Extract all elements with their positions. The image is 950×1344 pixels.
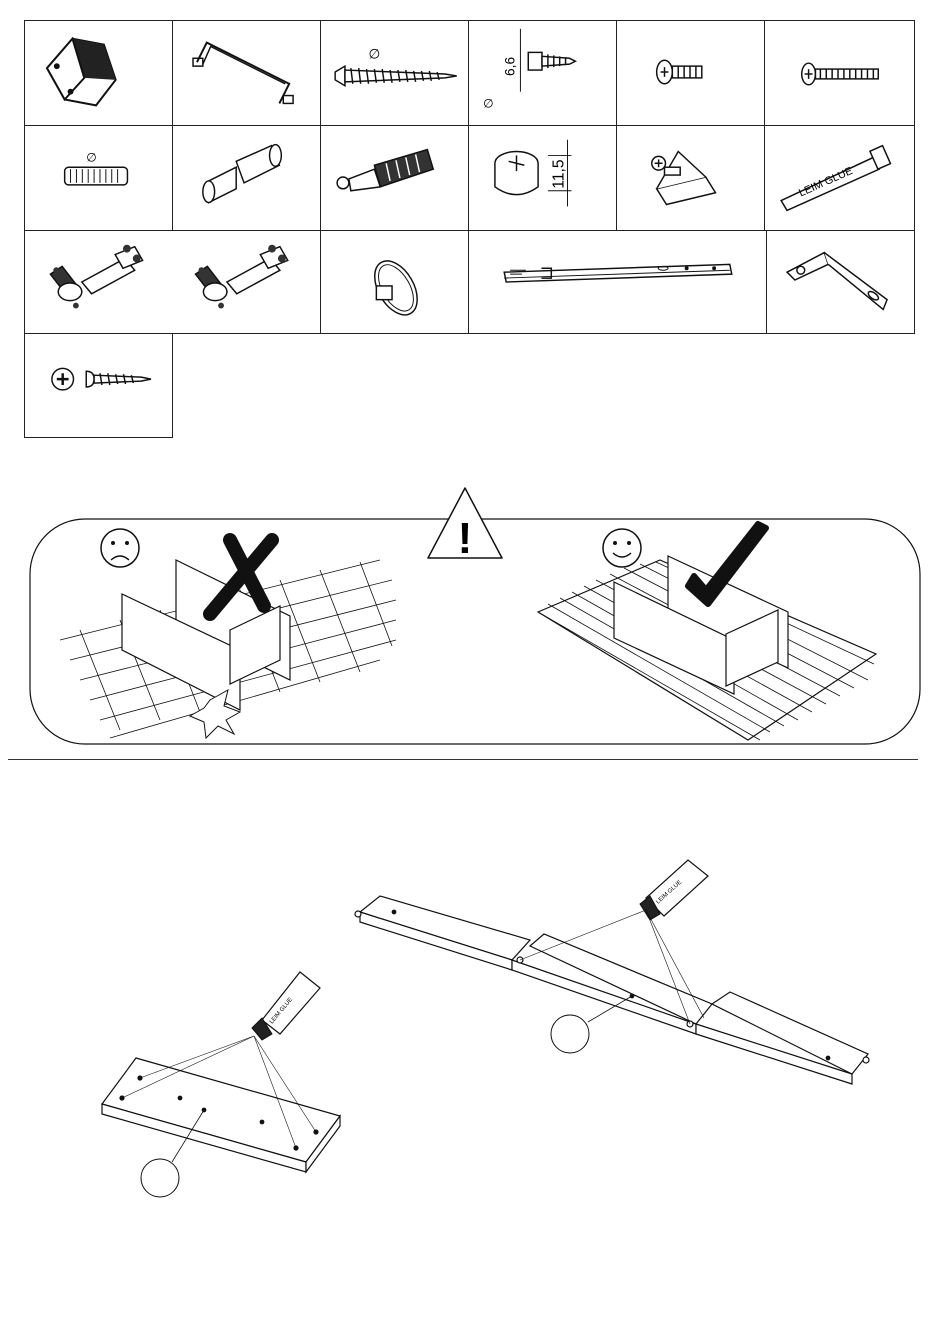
hinge-right-icon (196, 245, 288, 309)
plastic-cap-icon (25, 21, 172, 125)
tiled-floor-icon (60, 560, 396, 738)
part-cell-angle-bracket (766, 230, 915, 334)
wood-dowel-icon: ∅ (25, 126, 172, 230)
screw-diameter-symbol: ∅ (369, 46, 381, 61)
part-cell-wood-screw: ∅ (320, 20, 469, 126)
part-cell-handle (172, 20, 321, 126)
part-cell-cam-lock: 11,5 (468, 125, 617, 231)
pan-head-screw-icon (25, 334, 172, 437)
machine-screw-icon (617, 21, 764, 125)
part-cell-euro-screw: 6,6 ∅ (468, 20, 617, 126)
assembly-step-glue: LEIM GLUE LEIM GLUE (0, 760, 950, 1344)
part-cell-hinges (24, 230, 321, 334)
alert-triangle-icon: ! (428, 488, 502, 563)
angle-bracket-icon (767, 231, 914, 333)
warning-frame (30, 519, 920, 744)
part-cell-knob (320, 230, 469, 334)
drawer-runner-icon (469, 231, 766, 333)
damage-burst-icon (190, 690, 240, 738)
part-cell-corner-block (616, 125, 765, 231)
carpet-floor-icon (538, 560, 876, 740)
part-cell-pan-screw (24, 333, 173, 438)
euro-screw-length-label: 6,6 (503, 57, 518, 76)
hinge-left-icon (50, 245, 142, 309)
countersunk-screw-icon: ∅ (321, 21, 468, 125)
happy-face-icon (603, 529, 641, 567)
shelf-pin-icon (173, 126, 320, 230)
glue-tube-top-icon: LEIM GLUE (640, 860, 708, 920)
long-panel-assembly (355, 896, 869, 1084)
part-cell-shelf-pin (172, 125, 321, 231)
bolt-icon (765, 21, 914, 125)
cabinet-bad-icon (122, 560, 290, 710)
sad-face-icon (101, 529, 139, 567)
euro-screw-diameter-symbol: ∅ (483, 97, 493, 110)
part-cell-cam-bolt (320, 125, 469, 231)
alert-mark: ! (458, 514, 473, 563)
dowel-diameter-symbol: ∅ (86, 151, 96, 164)
part-cell-machine-screw-short (616, 20, 765, 126)
glue-tube-bottom-icon: LEIM GLUE (252, 972, 320, 1040)
glue-tube-icon: LEIM GLUE (765, 126, 914, 230)
short-panel (102, 1058, 340, 1172)
part-cell-dowel: ∅ (24, 125, 173, 231)
cam-lock-icon: 11,5 (469, 126, 616, 230)
part-cell-drawer-rail (468, 230, 767, 334)
cabinet-good-icon (614, 556, 788, 694)
handle-icon (173, 21, 320, 125)
wrong-cross-icon (210, 540, 272, 614)
part-cell-machine-screw-long (764, 20, 915, 126)
cabinet-knob-icon (321, 231, 468, 333)
cam-bolt-icon (321, 126, 468, 230)
euro-screw-icon: 6,6 ∅ (469, 21, 616, 125)
correct-check-icon (688, 524, 766, 604)
cabinet-hinges-icon (25, 231, 320, 333)
part-cell-shelf-support-cap (24, 20, 173, 126)
corner-block-icon (617, 126, 764, 230)
part-cell-glue: LEIM GLUE (764, 125, 915, 231)
cam-lock-height-label: 11,5 (551, 159, 568, 189)
